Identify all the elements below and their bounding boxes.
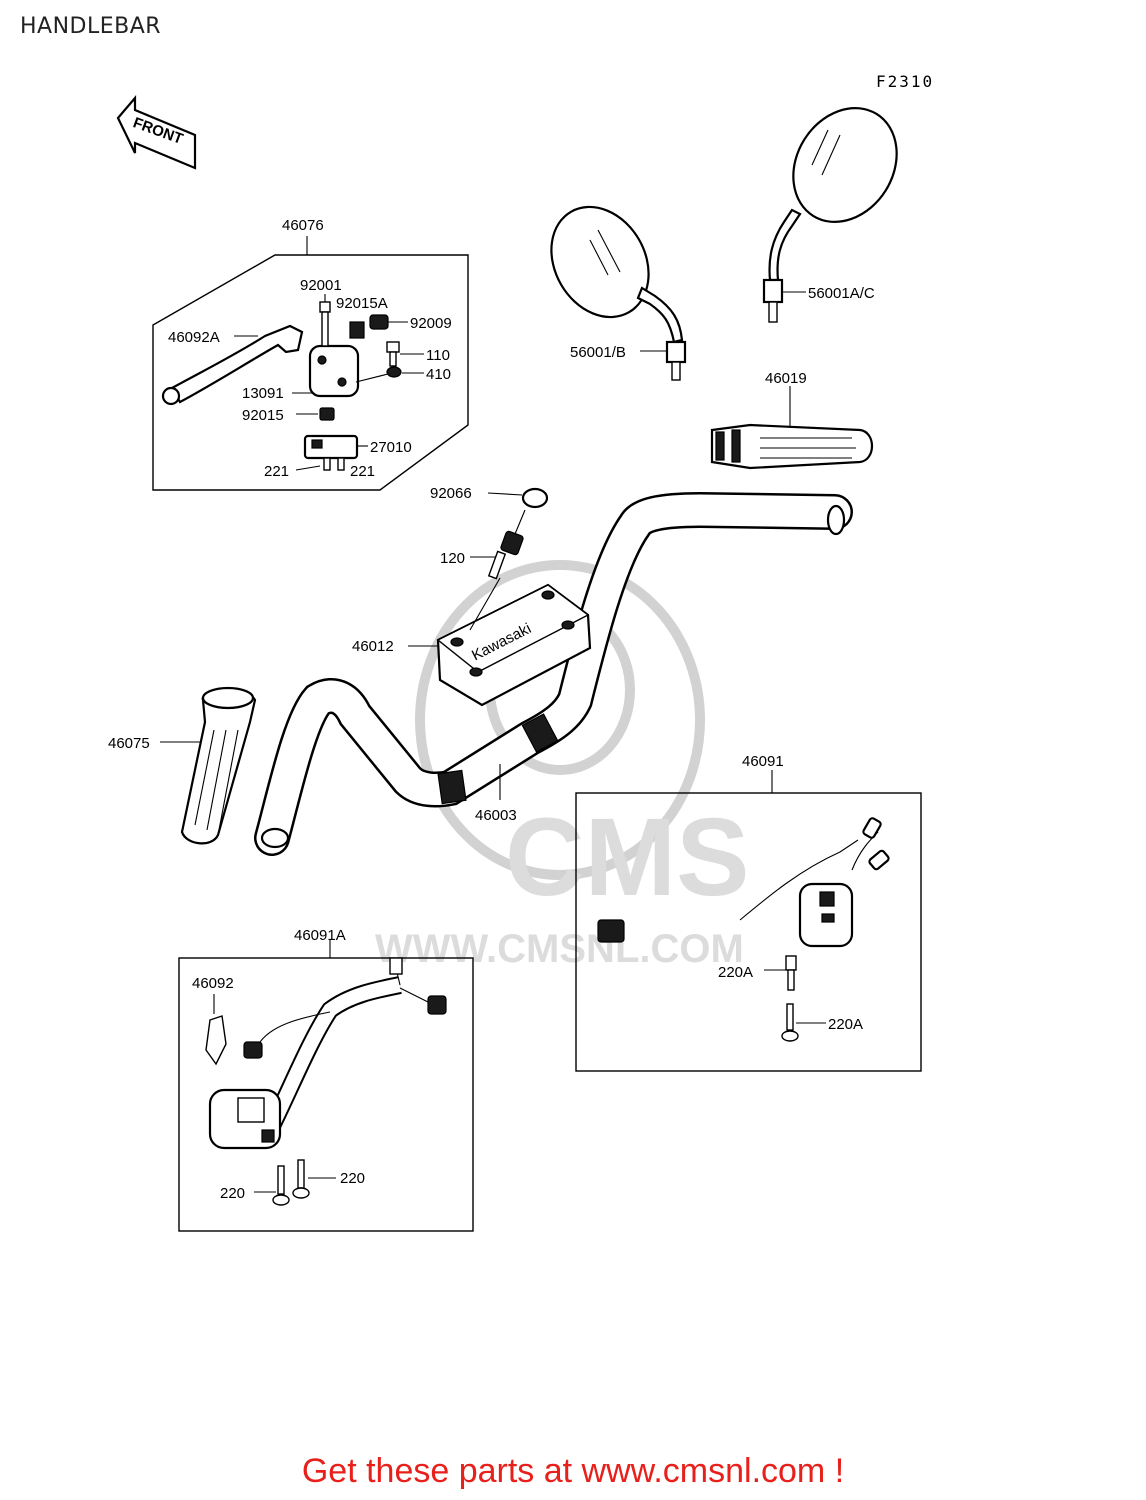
- lever-holder-icon: [308, 344, 360, 398]
- front-arrow-icon: FRONT: [116, 95, 197, 170]
- label-92009: 92009: [410, 315, 452, 332]
- label-220A-upper: 220A: [718, 964, 753, 981]
- brake-lever-icon: [161, 324, 304, 406]
- right-switch-housing-icon: [597, 817, 890, 948]
- label-410: 410: [426, 366, 451, 383]
- page-title: HANDLEBAR: [20, 14, 162, 39]
- handlebar-clamp-icon: Kawasaki: [436, 583, 592, 707]
- left-switch-housing-icon: [205, 957, 447, 1150]
- watermark-main: CMS: [505, 796, 749, 919]
- screw-92009-icon: [369, 314, 389, 330]
- label-46012: 46012: [352, 638, 394, 655]
- grip-left-icon: [180, 686, 257, 845]
- grip-right-icon: [710, 423, 874, 470]
- brake-switch-icon: [303, 434, 359, 460]
- group-box-46091: [575, 792, 922, 1072]
- bolt-110-icon: [386, 341, 400, 367]
- label-13091: 13091: [242, 385, 284, 402]
- cap-92066-icon: [521, 487, 549, 509]
- screw-220-icon: [272, 1159, 310, 1206]
- handlebar-icon: [254, 491, 853, 856]
- label-221-left: 221: [264, 463, 289, 480]
- label-120: 120: [440, 550, 465, 567]
- bolt-120-icon: [487, 530, 524, 580]
- label-46091: 46091: [742, 753, 784, 770]
- mirror-left-icon: [550, 205, 687, 381]
- label-27010: 27010: [370, 439, 412, 456]
- group-box-46091A: [178, 957, 474, 1232]
- label-92015: 92015: [242, 407, 284, 424]
- label-46092: 46092: [192, 975, 234, 992]
- label-92066: 92066: [430, 485, 472, 502]
- label-46076: 46076: [282, 217, 324, 234]
- label-220-right: 220: [340, 1170, 365, 1187]
- watermark-url: WWW.CMSNL.COM: [375, 927, 744, 971]
- pivot-bolt-icon: [319, 301, 331, 347]
- label-46019: 46019: [765, 370, 807, 387]
- label-56001AC: 56001A/C: [808, 285, 875, 302]
- label-46075: 46075: [108, 735, 150, 752]
- nut-92015-icon: [319, 407, 335, 421]
- label-46003: 46003: [475, 807, 517, 824]
- watermark: CMS WWW.CMSNL.COM: [375, 560, 749, 971]
- adjuster-icon: [349, 321, 365, 339]
- group-box-46076: [152, 254, 469, 491]
- label-220A-lower: 220A: [828, 1016, 863, 1033]
- label-46091A: 46091A: [294, 927, 346, 944]
- washer-410-icon: [386, 366, 402, 378]
- screw-220A-upper-icon: [785, 955, 797, 991]
- figure-code: F2310: [876, 72, 935, 91]
- label-92015A: 92015A: [336, 295, 388, 312]
- label-110: 110: [426, 347, 450, 364]
- footer-link[interactable]: Get these parts at www.cmsnl.com !: [301, 1452, 845, 1490]
- label-46092A: 46092A: [168, 329, 220, 346]
- screw-221-icon: [323, 457, 345, 471]
- label-92001: 92001: [300, 277, 342, 294]
- label-56001B: 56001/B: [570, 344, 626, 361]
- label-221-right: 221: [350, 463, 375, 480]
- screw-220A-lower-icon: [781, 1003, 799, 1042]
- mirror-right-icon: [762, 107, 898, 323]
- label-220-left: 220: [220, 1185, 245, 1202]
